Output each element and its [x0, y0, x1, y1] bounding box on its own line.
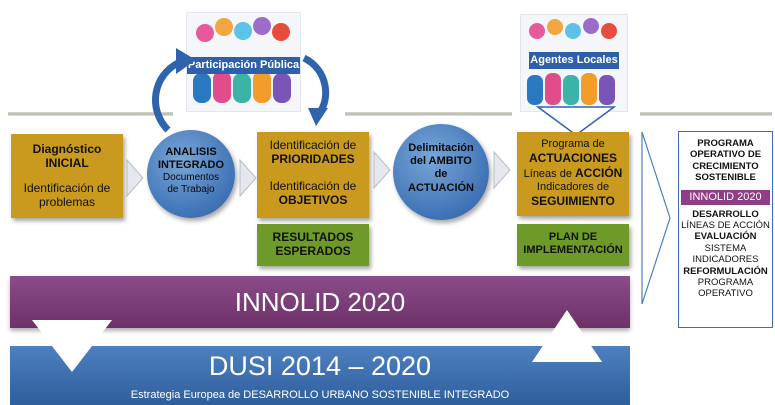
resultados-line-2: ESPERADOS	[275, 244, 351, 259]
prioridades-box: Identificación de PRIORIDADES Identifica…	[257, 132, 369, 218]
top-divider-left	[8, 112, 173, 116]
seguimiento-title: SEGUIMIENTO	[531, 193, 615, 208]
chevron-right-icon	[493, 150, 511, 190]
prioridades-title: PRIORIDADES	[271, 152, 355, 167]
analisis-circle: ANALISIS INTEGRADO Documentos de Trabajo	[147, 130, 235, 218]
analisis-text-1: Documentos	[162, 172, 220, 184]
top-divider-middle	[345, 112, 512, 116]
prioridades-text-2: Identificación de	[269, 178, 357, 193]
side-title-2: OPERATIVO DE	[689, 149, 762, 161]
dusi-band-subtitle: Estrategia Europea de DESARROLLO URBANO …	[130, 389, 510, 401]
side-lineas: LÍNEAS DE ACCIÓN	[681, 219, 770, 231]
diagnostico-box: Diagnóstico INICIAL Identificación de pr…	[11, 134, 123, 218]
participacion-publica-label: Participación Pública	[187, 57, 300, 74]
delimitacion-circle: Delimitación del AMBITO de ACTUACIÓN	[393, 124, 489, 220]
side-operativo: OPERATIVO	[698, 288, 753, 300]
chevron-right-icon	[373, 150, 391, 190]
delimitacion-line-4: ACTUACIÓN	[408, 181, 474, 194]
plan-line-2: IMPLEMENTACIÓN	[523, 244, 623, 257]
side-title-1: PROGRAMA	[697, 138, 754, 149]
plan-line-1: PLAN DE	[548, 231, 598, 243]
dusi-band-title: DUSI 2014 – 2020	[208, 351, 432, 381]
actuaciones-title: ACTUACIONES	[528, 151, 617, 166]
delimitacion-line-1: Delimitación	[408, 142, 474, 154]
analisis-subtitle: INTEGRADO	[158, 159, 224, 172]
agentes-locales-label: Agentes Locales	[529, 52, 619, 69]
participacion-publica-image: Participación Pública	[186, 12, 301, 112]
programa-box: Programa de ACTUACIONES Líneas de ACCIÓN…	[517, 132, 629, 216]
accion-title: ACCIÓN	[575, 165, 623, 180]
delimitacion-line-2: del AMBITO	[410, 155, 472, 168]
dusi-band: DUSI 2014 – 2020 Estrategia Europea de D…	[10, 346, 630, 405]
large-chevron-right-icon	[641, 131, 671, 305]
feedback-arrow-left	[152, 48, 196, 133]
side-title-4: SOSTENIBLE	[695, 172, 756, 184]
chevron-right-icon	[126, 158, 144, 198]
side-programa: PROGRAMA	[697, 276, 754, 288]
resultados-box: RESULTADOS ESPERADOS	[257, 224, 369, 266]
diagnostico-text-1: Identificación de	[23, 180, 111, 195]
side-indicadores: INDICADORES	[692, 254, 759, 266]
side-title-3: CRECIMIENTO	[692, 160, 759, 172]
lineas-text: Líneas de	[523, 167, 576, 180]
agentes-locales-image: Agentes Locales	[520, 14, 628, 112]
feedback-arrow-right	[302, 54, 330, 126]
side-evaluacion: EVALUACIÓN	[694, 231, 757, 243]
side-desarrollo: DESARROLLO	[692, 208, 759, 220]
analisis-title: ANALISIS	[165, 146, 217, 158]
chevron-right-icon	[239, 158, 257, 198]
indicadores-text: Indicadores de	[536, 180, 610, 193]
diagnostico-text-2: problemas	[38, 195, 96, 210]
speech-bubbles-icon	[193, 17, 291, 103]
side-sistema: SISTEMA	[704, 242, 747, 254]
diagnostico-subtitle: INICIAL	[45, 156, 89, 171]
top-divider-right	[640, 112, 772, 116]
programa-text-1: Programa de	[541, 138, 605, 150]
speech-bubbles-icon	[527, 18, 617, 105]
diagnostico-title: Diagnóstico	[32, 142, 102, 156]
prioridades-text-1: Identificación de	[269, 138, 357, 152]
side-innolid-badge: INNOLID 2020	[681, 189, 770, 205]
agentes-down-arrow	[536, 106, 616, 136]
innolid-band-title: INNOLID 2020	[234, 287, 406, 317]
analisis-text-2: de Trabajo	[167, 184, 215, 196]
plan-box: PLAN DE IMPLEMENTACIÓN	[517, 224, 629, 266]
up-triangle-arrow	[532, 310, 602, 362]
objetivos-title: OBJETIVOS	[278, 193, 348, 208]
side-panel: PROGRAMA OPERATIVO DE CRECIMIENTO SOSTEN…	[678, 131, 773, 328]
delimitacion-line-3: de	[434, 168, 448, 181]
down-triangle-arrow	[32, 320, 112, 372]
resultados-line-1: RESULTADOS	[272, 230, 354, 244]
side-reformulacion: REFORMULACIÓN	[683, 265, 768, 277]
innolid-band: INNOLID 2020	[10, 276, 630, 328]
